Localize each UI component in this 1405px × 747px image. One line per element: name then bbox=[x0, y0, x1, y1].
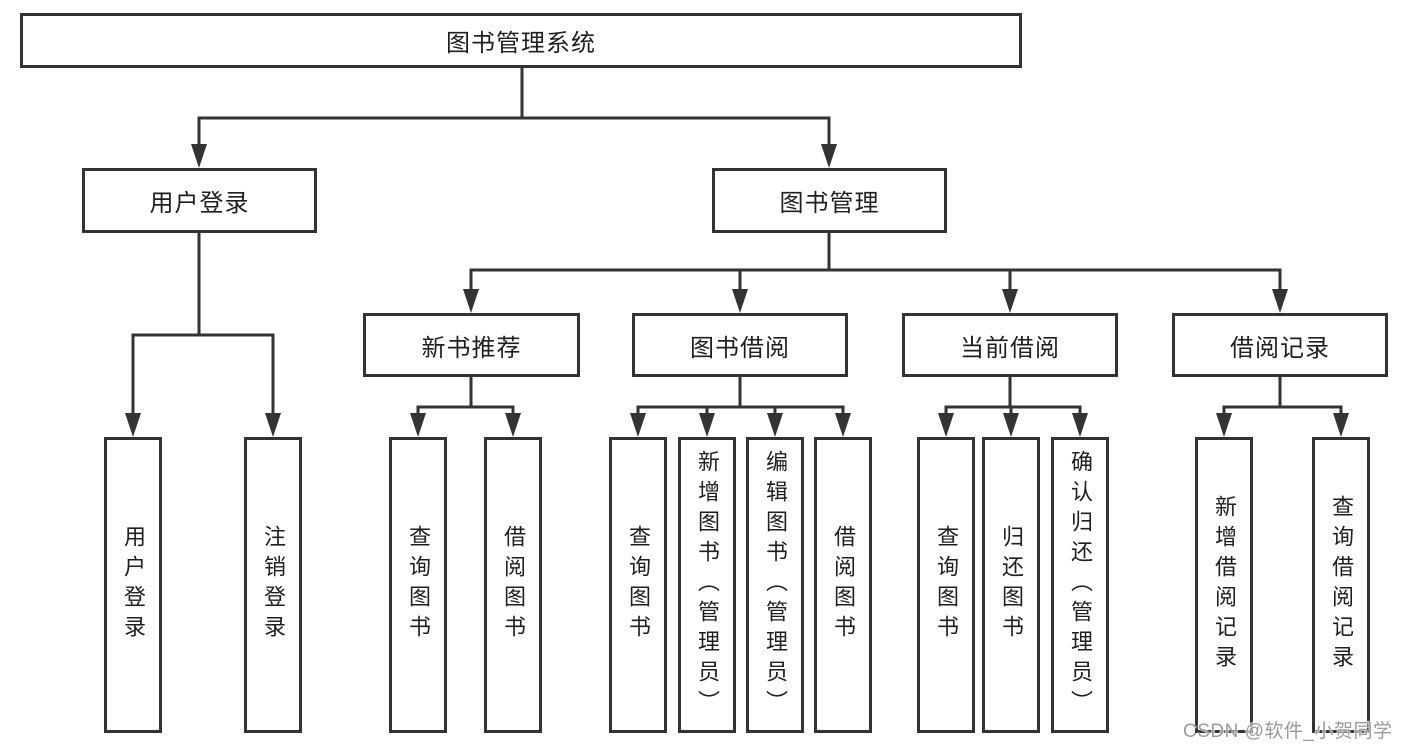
arrowhead bbox=[630, 413, 646, 437]
diagram-node-current-borrow: 当前借阅 bbox=[902, 313, 1118, 377]
arrowhead bbox=[699, 413, 715, 437]
diagram-leaf-borrow-books: 借阅图书 bbox=[814, 437, 872, 733]
diagram-leaf-query-borrow-record: 查询借阅记录 bbox=[1312, 437, 1370, 733]
arrowhead bbox=[1002, 289, 1018, 313]
diagram-leaf-add-book-admin: 新增图书（管理员） bbox=[678, 437, 736, 733]
connector-userlogin-to-leaves bbox=[131, 231, 275, 418]
diagram-leaf-user-login: 用户登录 bbox=[104, 437, 162, 733]
node-label: 编辑图书（管理员） bbox=[763, 450, 788, 720]
diagram-node-book-borrow: 图书借阅 bbox=[632, 313, 848, 377]
node-label: 图书管理系统 bbox=[446, 30, 596, 57]
diagram-leaf-borrow-books-recommend: 借阅图书 bbox=[484, 437, 542, 733]
arrowhead bbox=[767, 413, 783, 437]
node-label: 图书管理 bbox=[779, 190, 880, 217]
node-label: 当前借阅 bbox=[960, 334, 1060, 362]
connector-root-to-level2 bbox=[197, 66, 831, 149]
arrowhead bbox=[732, 289, 748, 313]
node-label: 图书借阅 bbox=[690, 334, 790, 362]
diagram-leaf-query-books-current: 查询图书 bbox=[917, 437, 975, 733]
node-label: 用户登录 bbox=[149, 190, 250, 217]
diagram-leaf-add-borrow-record: 新增借阅记录 bbox=[1195, 437, 1253, 733]
connector-currentborrow-to-leaves bbox=[944, 373, 1082, 418]
node-label: 查询图书 bbox=[626, 525, 651, 645]
node-label: 确认归还（管理员） bbox=[1068, 450, 1093, 720]
node-label: 查询借阅记录 bbox=[1329, 495, 1354, 675]
arrowheads bbox=[125, 144, 1349, 437]
arrowhead bbox=[821, 144, 837, 168]
arrowhead bbox=[265, 413, 281, 437]
node-label: 新增图书（管理员） bbox=[695, 450, 720, 720]
diagram-leaf-confirm-return-admin: 确认归还（管理员） bbox=[1051, 437, 1109, 733]
node-label: 借阅记录 bbox=[1230, 334, 1330, 362]
diagram-node-borrow-records: 借阅记录 bbox=[1172, 313, 1388, 377]
node-label: 查询图书 bbox=[406, 525, 431, 645]
node-label: 注销登录 bbox=[261, 525, 286, 645]
diagram-node-library-system: 图书管理系统 bbox=[20, 13, 1022, 68]
connector-newbook-to-leaves bbox=[416, 375, 515, 418]
arrowhead bbox=[1272, 289, 1288, 313]
diagram-node-book-management: 图书管理 bbox=[712, 168, 947, 233]
node-label: 用户登录 bbox=[121, 525, 146, 645]
diagram-leaf-query-books-recommend: 查询图书 bbox=[389, 437, 447, 733]
node-label: 归还图书 bbox=[999, 525, 1024, 645]
arrowhead bbox=[463, 289, 479, 313]
diagram-node-user-login: 用户登录 bbox=[82, 168, 317, 233]
diagram-leaf-query-books-borrow: 查询图书 bbox=[609, 437, 667, 733]
node-label: 新书推荐 bbox=[421, 334, 522, 362]
node-label: 借阅图书 bbox=[501, 525, 526, 645]
arrowhead bbox=[938, 413, 954, 437]
diagram-leaf-return-book: 归还图书 bbox=[982, 437, 1040, 733]
arrowhead bbox=[410, 413, 426, 437]
diagram-leaf-edit-book-admin: 编辑图书（管理员） bbox=[746, 437, 804, 733]
arrowhead bbox=[505, 413, 521, 437]
node-label: 新增借阅记录 bbox=[1212, 495, 1237, 675]
arrowhead bbox=[125, 413, 141, 437]
node-label: 查询图书 bbox=[934, 525, 959, 645]
connector-records-to-leaves bbox=[1222, 375, 1343, 418]
connector-bookmgmt-to-level3 bbox=[469, 231, 1282, 294]
diagram-node-new-book-recommend: 新书推荐 bbox=[363, 313, 580, 377]
arrowhead bbox=[1072, 413, 1088, 437]
watermark-text: CSDN @软件_小贺同学 bbox=[1183, 721, 1393, 742]
diagram-leaf-logout: 注销登录 bbox=[244, 437, 302, 733]
connector-bookborrow-to-leaves bbox=[636, 375, 845, 418]
arrowhead bbox=[1216, 413, 1232, 437]
node-label: 借阅图书 bbox=[831, 525, 856, 645]
arrowhead bbox=[835, 413, 851, 437]
arrowhead bbox=[1003, 413, 1019, 437]
arrowhead bbox=[191, 144, 207, 168]
arrowhead bbox=[1333, 413, 1349, 437]
